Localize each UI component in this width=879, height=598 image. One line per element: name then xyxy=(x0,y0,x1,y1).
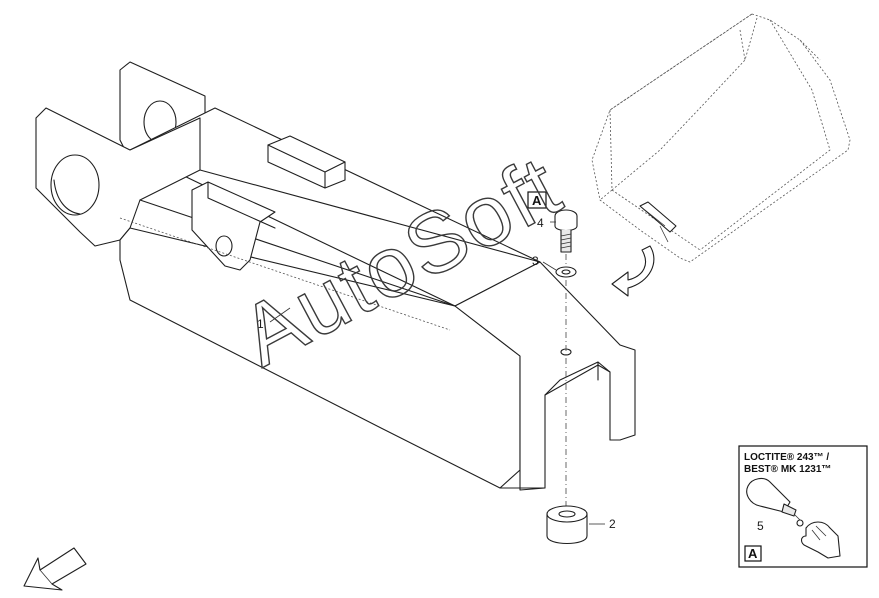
bolt-assembly xyxy=(554,209,578,520)
hand-icon xyxy=(800,521,841,559)
callout-box-main: A xyxy=(527,191,547,209)
part-label-3: 3 xyxy=(532,254,539,268)
main-beam xyxy=(35,61,636,491)
callout-letter-main: A xyxy=(532,193,542,208)
loctite-inset: LOCTITE® 243™ / BEST® MK 1231™ 5 A xyxy=(738,445,868,568)
adhesive-bottle-icon xyxy=(746,477,804,527)
loctite-line-2: BEST® MK 1231™ xyxy=(744,464,831,475)
context-machine-outline xyxy=(591,13,851,263)
bushing xyxy=(546,505,588,545)
curved-arrow-icon xyxy=(611,245,655,297)
part-label-1: 1 xyxy=(257,317,264,331)
direction-arrow-icon xyxy=(23,547,87,591)
loctite-line-1: LOCTITE® 243™ / xyxy=(744,452,829,463)
part-label-4: 4 xyxy=(537,216,544,230)
part-label-5: 5 xyxy=(757,519,764,533)
callout-letter-inset: A xyxy=(748,546,758,561)
part-label-2: 2 xyxy=(609,517,616,531)
